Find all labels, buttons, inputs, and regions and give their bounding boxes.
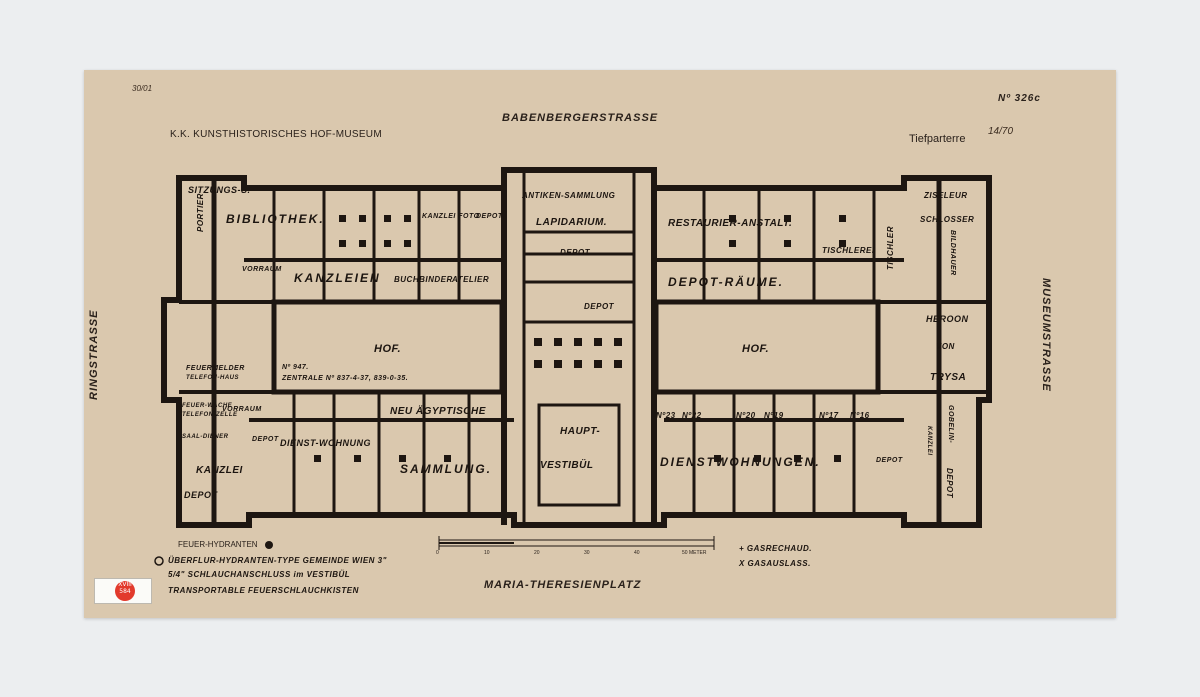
room-tischlerei: TISCHLEREI (822, 246, 875, 255)
street-south: MARIA-THERESIENPLATZ (484, 579, 642, 591)
room-kanzleien: KANZLEIEN (294, 271, 381, 285)
street-east: MUSEUMSTRASSE (1040, 278, 1052, 392)
legend-gasauslass: X GASAUSLASS. (739, 559, 811, 568)
room-haupt: HAUPT- (560, 426, 601, 437)
room-tischler: TISCHLER (886, 226, 895, 270)
legend-hydranten: FEUER-HYDRANTEN (178, 540, 258, 549)
room-telefon-zelle: TELEFON-ZELLE (182, 412, 238, 418)
legend-transport: TRANSPORTABLE FEUERSCHLAUCHKISTEN (168, 586, 359, 595)
room-depot-library: DEPOT (476, 213, 503, 220)
room-dienst-wohnung-west: DIENST-WOHNUNG (280, 438, 371, 448)
telephone-central: ZENTRALE Nº 837-4-37, 839-0-35. (282, 375, 409, 382)
legend-gasrechaud: + GASRECHAUD. (739, 544, 812, 553)
floor-name: Tiefparterre (909, 133, 966, 145)
apartment-22: Nº22 (682, 411, 702, 420)
room-feuermelder: FEUERMELDER (186, 365, 245, 372)
scale-label-0: 0 (436, 550, 439, 556)
room-restaurier-anstalt: RESTAURIER-ANSTALT. (668, 218, 793, 229)
room-kanzlei-sw: KANZLEI (196, 465, 243, 476)
room-hof-east: HOF. (742, 343, 770, 355)
overfloor-hydrant-symbol (154, 556, 164, 566)
apartment-19: Nº19 (764, 411, 784, 420)
room-sitzungs: SITZUNGS-S. (188, 185, 251, 195)
legend-schlauch: 5/4" SCHLAUCHANSCHLUSS im VESTIBÜL (168, 570, 351, 579)
telephone-number: Nº 947. (282, 364, 309, 371)
room-depot-east: DEPOT (945, 468, 954, 499)
scale-label-50: 50 METER (682, 550, 707, 556)
apartment-17: Nº17 (819, 411, 839, 420)
room-telefon-haus: TELEFON-HAUS (186, 375, 239, 381)
plan-sheet: K.K. KUNSTHISTORISCHES HOF-MUSEUM BABENB… (84, 70, 1116, 618)
room-lapidarium: LAPIDARIUM. (536, 217, 608, 228)
scale-label-30: 30 (584, 550, 590, 556)
museum-name: K.K. KUNSTHISTORISCHES HOF-MUSEUM (170, 129, 382, 140)
room-antiken-sammlung: ANTIKEN-SAMMLUNG (522, 191, 616, 200)
room-dienstwohnungen: DIENSTWOHNUNGEN. (660, 455, 821, 469)
scale-label-40: 40 (634, 550, 640, 556)
building-outline (161, 167, 992, 528)
street-west: RINGSTRASSE (88, 309, 100, 400)
room-heroon: HEROON (926, 314, 969, 324)
room-trysa: TRYSA (930, 372, 967, 383)
floor-annotation: 14/70 (988, 126, 1014, 137)
floor-plan-drawing (154, 167, 992, 566)
room-vorraum-north: VORRAUM (242, 266, 282, 273)
room-sammlung: SAMMLUNG. (400, 462, 492, 476)
corner-note: 30/01 (132, 84, 153, 93)
room-buchbinder: BUCHBINDER (394, 275, 453, 284)
room-von: VON (936, 342, 955, 351)
room-depot-southeast: DEPOT (876, 457, 903, 464)
room-vorraum-south: VORRAUM (222, 406, 262, 413)
room-saal-diener: SAAL-DIENER (182, 434, 229, 440)
sheet-number: Nº 326c (998, 93, 1041, 104)
hydrant-symbol (265, 541, 273, 549)
legend-uberflur: ÜBERFLUR-HYDRANTEN-TYPE GEMEINDE WIEN 3" (168, 556, 387, 565)
apartment-20: Nº20 (736, 411, 756, 420)
room-depot-sw: DEPOT (184, 490, 218, 500)
room-feuer-wache: FEUER-WACHE (182, 403, 233, 409)
street-north: BABENBERGERSTRASSE (502, 112, 659, 124)
room-atelier: ATELIER (452, 275, 490, 284)
archive-sticker-label: XVIII 584 (115, 581, 135, 601)
room-depot-raume: DEPOT-RÄUME. (668, 275, 785, 289)
room-depot-lapidarium: DEPOT (560, 248, 591, 257)
room-vestibuel: VESTIBÜL (540, 460, 594, 471)
scale-label-10: 10 (484, 550, 490, 556)
room-neu-aegyptische: NEU ÄGYPTISCHE (390, 406, 486, 417)
room-hof-west: HOF. (374, 343, 402, 355)
apartment-23: Nº23 (656, 411, 676, 420)
scale-label-20: 20 (534, 550, 540, 556)
room-ziseleur: ZISELEUR (924, 191, 968, 200)
room-bibliothek: BIBLIOTHEK. (226, 212, 325, 226)
room-portier: PORTIER (196, 193, 205, 232)
room-kanzlei-foto: KANZLEI FOTO (422, 213, 480, 220)
room-bildhauer: BILDHAUER (949, 230, 956, 276)
apartment-16: Nº16 (850, 411, 870, 420)
room-gobelin: GOBELIN- (947, 405, 954, 444)
archive-sticker: XVIII 584 (94, 578, 152, 604)
room-kanzlei-east: KANZLEI (926, 426, 932, 456)
room-depot-south: DEPOT (252, 436, 279, 443)
room-depot-center: DEPOT (584, 302, 615, 311)
room-schlosser: SCHLOSSER (920, 215, 975, 224)
